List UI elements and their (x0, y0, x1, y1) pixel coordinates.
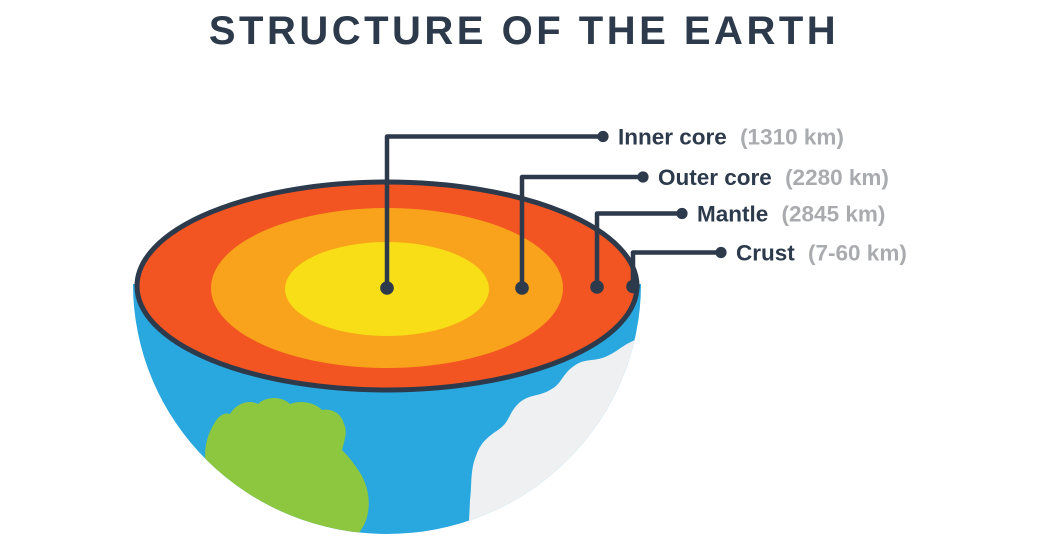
outer-core-point-dot (515, 281, 529, 295)
label-outer-core-depth: (2280 km) (785, 165, 889, 190)
label-mantle-name: Mantle (697, 201, 768, 226)
label-outer-core: Outer core (2280 km) (658, 165, 889, 190)
leader-line-outer-core (519, 174, 646, 291)
label-crust-depth: (7-60 km) (808, 240, 907, 265)
layer-labels-group: Inner core (1310 km) Outer core (2280 km… (618, 125, 907, 266)
inner-core-point-dot (380, 281, 394, 295)
label-inner-core: Inner core (1310 km) (618, 125, 844, 150)
mantle-point-dot (590, 280, 604, 294)
label-mantle-depth: (2845 km) (782, 201, 886, 226)
outer-core-label-dot (637, 171, 649, 183)
label-inner-core-name: Inner core (618, 125, 727, 150)
leader-lines-group (384, 134, 724, 291)
leader-line-inner-core (384, 134, 606, 291)
label-crust-name: Crust (736, 240, 795, 265)
crust-point-dot (626, 279, 640, 294)
leader-line-crust (630, 250, 724, 289)
leader-dots-group (380, 130, 727, 295)
label-crust: Crust (7-60 km) (736, 240, 907, 265)
label-mantle: Mantle (2845 km) (697, 201, 885, 226)
label-outer-core-name: Outer core (658, 165, 772, 190)
leader-line-mantle (594, 211, 685, 290)
page-title: STRUCTURE OF THE EARTH (209, 9, 839, 53)
crust-label-dot (715, 246, 727, 259)
inner-core-label-dot (597, 130, 609, 143)
label-inner-core-depth: (1310 km) (740, 125, 844, 150)
mantle-label-dot (676, 207, 688, 220)
